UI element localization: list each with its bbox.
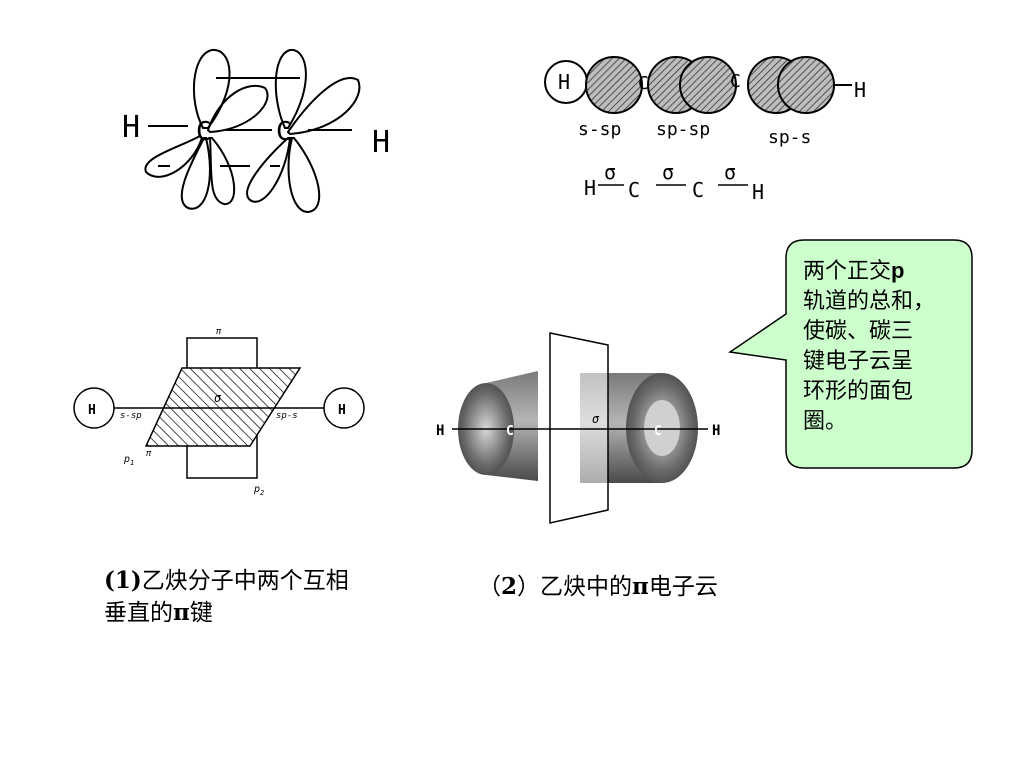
sigma-label-1: σ <box>604 160 616 184</box>
atom-h-right: H <box>338 403 346 418</box>
callout-text: 两个正交p 轨道的总和， 使碳、碳三 键电子云呈 环形的面包 圈。 <box>803 256 973 437</box>
caption-1-line-2: 垂直的π键 <box>104 599 213 626</box>
callout-line-2: 轨道的总和， <box>803 289 936 314</box>
atom-c-2: C <box>276 117 292 147</box>
sp-orbital <box>777 56 835 114</box>
atom-h-right: H <box>854 78 866 102</box>
atom-h-left: H <box>88 403 96 418</box>
caption-2: （2）乙炔中的π电子云 <box>478 573 718 600</box>
callout-line-5: 环形的面包 <box>803 379 914 404</box>
atom-h-right: H <box>372 125 390 160</box>
sigma-row-c-2: C <box>692 178 704 202</box>
label-p1: p1 <box>123 454 134 467</box>
orbital-lobe <box>246 137 292 203</box>
horizontal-plane <box>144 367 302 447</box>
sigma-row-h-left: H <box>584 176 596 200</box>
overlap-label: sp-s <box>768 127 811 148</box>
atom-h-left: H <box>436 423 444 439</box>
atom-h-left: H <box>558 70 570 94</box>
sp-orbital <box>585 56 643 114</box>
orbital-lobe <box>274 48 307 129</box>
label-sigma: σ <box>592 412 600 426</box>
nodal-plane <box>549 332 609 524</box>
orbital-lobe <box>287 137 321 214</box>
atom-c-1: C <box>638 73 649 94</box>
p-orbital-diagram: H C C H <box>122 48 390 214</box>
sigma-label-2: σ <box>662 160 674 184</box>
callout-bubble <box>728 239 973 469</box>
label-sp-s: sp-s <box>276 411 298 421</box>
orbital-lobe <box>144 134 204 178</box>
orbital-lobe <box>286 77 361 136</box>
sigma-row-h-right: H <box>752 180 764 204</box>
atom-h-left: H <box>122 110 140 145</box>
atom-c-1: C <box>506 424 514 439</box>
caption-1-line-1: (1)乙炔分子中两个互相 <box>104 567 349 594</box>
atom-c-2: C <box>654 424 662 439</box>
callout-line-6: 圈。 <box>803 409 848 434</box>
label-p2: p2 <box>253 484 264 497</box>
sigma-overlap-diagram: H C C H s-sp sp-sp sp-s H σ C σ C σ H <box>544 56 866 204</box>
atom-h-right: H <box>712 423 720 439</box>
callout-line-3: 使碳、碳三 <box>803 319 914 344</box>
orbital-lobe <box>206 84 269 134</box>
label-s-sp: s-sp <box>120 411 142 421</box>
callout-shape <box>728 239 973 469</box>
callout-line-1: 两个正交p <box>803 258 905 284</box>
callout-line-4: 键电子云呈 <box>803 349 914 374</box>
label-sigma: σ <box>214 391 222 405</box>
orbital-lobe <box>180 137 211 210</box>
pi-cloud-diagram: H C σ C H <box>436 332 720 524</box>
overlap-label: sp-sp <box>656 119 710 140</box>
sp-orbital <box>679 56 737 114</box>
label-pi-top: π <box>216 327 222 337</box>
h-atom-left <box>73 387 115 429</box>
sigma-row-c-1: C <box>628 178 640 202</box>
pi-planes-diagram: H H s-sp sp-s σ π π p1 p2 <box>73 327 365 497</box>
orbital-lobe <box>208 137 236 205</box>
label-pi-mid: π <box>146 449 152 459</box>
electron-cloud-right-hole <box>644 400 680 456</box>
sigma-label-3: σ <box>724 160 736 184</box>
atom-c-1: C <box>196 117 212 147</box>
caption-1: (1)乙炔分子中两个互相 垂直的π键 <box>104 565 424 629</box>
atom-c-2: C <box>730 71 741 92</box>
h-atom-right <box>323 387 365 429</box>
overlap-label: s-sp <box>578 119 621 140</box>
